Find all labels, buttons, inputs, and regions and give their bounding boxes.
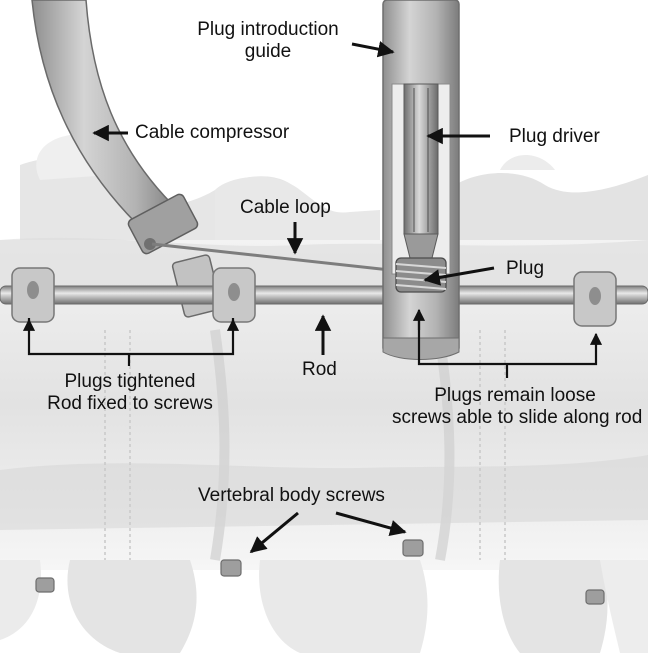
label-cable-compressor: Cable compressor xyxy=(135,122,289,144)
label-plug-introduction-guide: Plug introduction guide xyxy=(178,19,358,63)
label-plug-driver: Plug driver xyxy=(509,126,600,148)
label-plugs-tightened-line1: Plugs tightened xyxy=(30,371,230,393)
label-plugs-remain-loose-line1: Plugs remain loose xyxy=(392,385,638,407)
label-cable-loop: Cable loop xyxy=(240,197,331,219)
plug xyxy=(396,258,446,292)
plug-driver xyxy=(404,84,438,258)
label-plug: Plug xyxy=(506,258,544,280)
label-plugs-remain-loose: Plugs remain loose screws able to slide … xyxy=(392,385,638,429)
label-plugs-tightened-line2: Rod fixed to screws xyxy=(30,393,230,415)
rod xyxy=(0,286,648,304)
label-rod: Rod xyxy=(302,359,337,381)
label-plug-introduction-guide-line1: Plug introduction xyxy=(178,19,358,41)
label-plug-introduction-guide-line2: guide xyxy=(178,41,358,63)
label-vertebral-body-screws: Vertebral body screws xyxy=(198,485,385,507)
label-plugs-remain-loose-line2: screws able to slide along rod xyxy=(392,407,638,429)
label-plugs-tightened: Plugs tightened Rod fixed to screws xyxy=(30,371,230,415)
